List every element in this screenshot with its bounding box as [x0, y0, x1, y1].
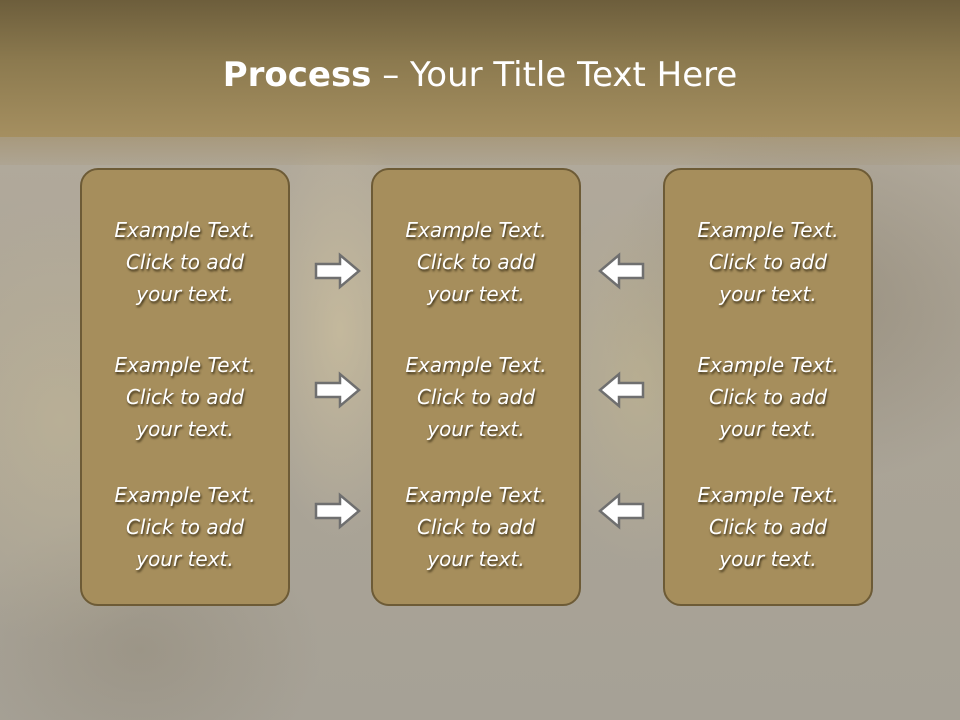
text-line: Example Text.: [697, 218, 839, 242]
process-box-center[interactable]: Example Text. Click to add your text. Ex…: [371, 168, 581, 606]
text-placeholder[interactable]: Example Text. Click to add your text.: [665, 214, 871, 310]
text-line: your text.: [719, 417, 817, 441]
text-line: Click to add: [125, 250, 245, 274]
text-placeholder[interactable]: Example Text. Click to add your text.: [373, 479, 579, 575]
text-line: Click to add: [708, 515, 828, 539]
title-bold: Process: [222, 55, 372, 95]
text-placeholder[interactable]: Example Text. Click to add your text.: [82, 349, 288, 445]
text-line: your text.: [427, 282, 525, 306]
text-placeholder[interactable]: Example Text. Click to add your text.: [665, 479, 871, 575]
text-line: Example Text.: [697, 483, 839, 507]
text-line: your text.: [136, 282, 234, 306]
text-line: Example Text.: [697, 353, 839, 377]
left-arrow-icon: [598, 252, 645, 290]
text-line: Click to add: [125, 515, 245, 539]
text-line: Example Text.: [114, 353, 256, 377]
text-line: Click to add: [416, 385, 536, 409]
text-placeholder[interactable]: Example Text. Click to add your text.: [82, 479, 288, 575]
text-line: Click to add: [416, 250, 536, 274]
text-line: your text.: [427, 547, 525, 571]
right-arrow-icon: [314, 252, 361, 290]
text-line: Example Text.: [114, 218, 256, 242]
text-line: your text.: [719, 282, 817, 306]
title-bar: Process – Your Title Text Here: [0, 0, 960, 137]
text-line: your text.: [136, 547, 234, 571]
header-accent-strip: [0, 137, 960, 165]
process-box-left[interactable]: Example Text. Click to add your text. Ex…: [80, 168, 290, 606]
text-line: Click to add: [708, 385, 828, 409]
text-line: Example Text.: [114, 483, 256, 507]
left-arrow-icon: [598, 371, 645, 409]
text-line: Click to add: [125, 385, 245, 409]
left-arrow-icon: [598, 492, 645, 530]
right-arrow-icon: [314, 492, 361, 530]
text-line: your text.: [136, 417, 234, 441]
text-line: Example Text.: [405, 483, 547, 507]
process-box-right[interactable]: Example Text. Click to add your text. Ex…: [663, 168, 873, 606]
right-arrow-icon: [314, 371, 361, 409]
slide-title[interactable]: Process – Your Title Text Here: [0, 54, 960, 96]
text-line: Example Text.: [405, 353, 547, 377]
text-line: Click to add: [416, 515, 536, 539]
text-line: your text.: [719, 547, 817, 571]
text-placeholder[interactable]: Example Text. Click to add your text.: [373, 214, 579, 310]
text-line: your text.: [427, 417, 525, 441]
text-placeholder[interactable]: Example Text. Click to add your text.: [82, 214, 288, 310]
text-placeholder[interactable]: Example Text. Click to add your text.: [665, 349, 871, 445]
text-placeholder[interactable]: Example Text. Click to add your text.: [373, 349, 579, 445]
text-line: Example Text.: [405, 218, 547, 242]
text-line: Click to add: [708, 250, 828, 274]
title-rest: – Your Title Text Here: [371, 55, 738, 95]
